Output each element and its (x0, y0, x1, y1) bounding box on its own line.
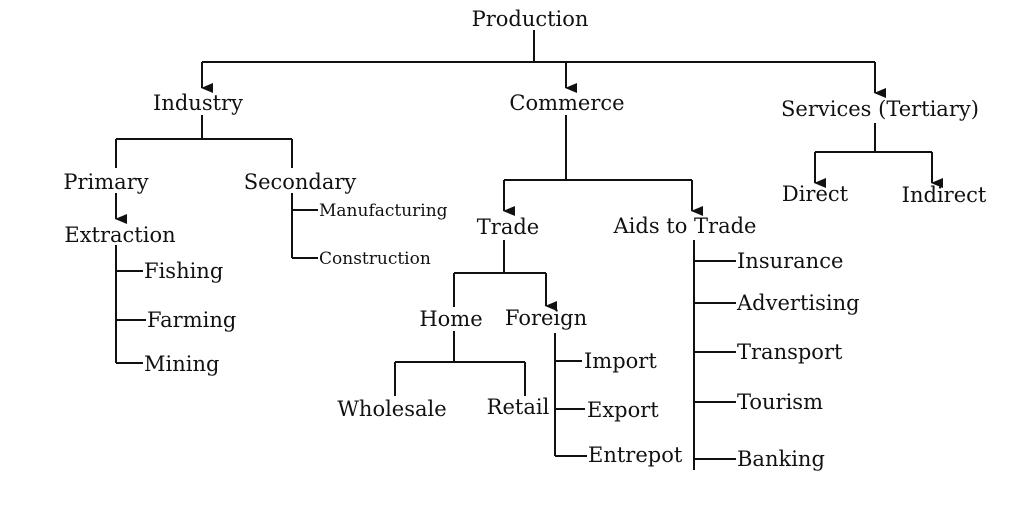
node-home: Home (419, 307, 482, 331)
node-construction: Construction (319, 249, 431, 269)
node-tourism: Tourism (737, 390, 823, 414)
node-aids-to-trade: Aids to Trade (613, 214, 757, 238)
node-entrepot: Entrepot (588, 443, 683, 467)
node-indirect: Indirect (902, 183, 987, 207)
node-import: Import (584, 349, 657, 373)
node-foreign: Foreign (505, 306, 587, 330)
node-services: Services (Tertiary) (781, 97, 979, 121)
connectors (115, 30, 943, 470)
node-primary: Primary (63, 170, 148, 194)
node-production: Production (472, 7, 589, 31)
node-export: Export (587, 398, 659, 422)
node-advertising: Advertising (736, 291, 860, 315)
node-secondary: Secondary (244, 170, 357, 194)
node-labels: Production Industry Commerce Services (T… (63, 7, 986, 471)
node-extraction: Extraction (64, 223, 175, 247)
node-transport: Transport (737, 340, 843, 364)
node-banking: Banking (737, 447, 825, 471)
node-manufacturing: Manufacturing (319, 201, 448, 221)
node-farming: Farming (147, 308, 236, 332)
node-commerce: Commerce (509, 91, 624, 115)
node-industry: Industry (153, 91, 243, 115)
node-wholesale: Wholesale (337, 397, 446, 421)
node-insurance: Insurance (737, 249, 843, 273)
node-trade: Trade (477, 215, 539, 239)
node-fishing: Fishing (144, 259, 223, 283)
node-mining: Mining (144, 352, 219, 376)
node-retail: Retail (487, 395, 550, 419)
node-direct: Direct (782, 182, 849, 206)
